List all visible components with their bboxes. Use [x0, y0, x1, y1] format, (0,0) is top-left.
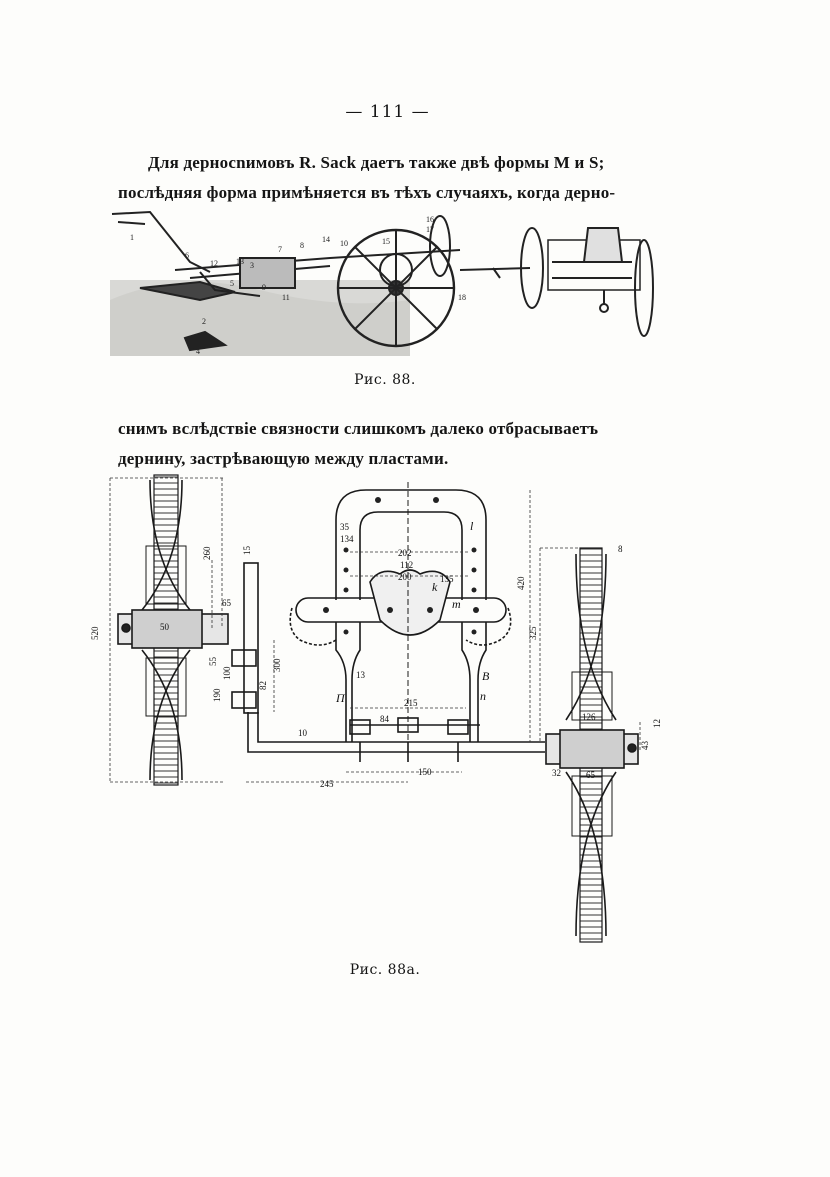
dim-label: 190 — [212, 688, 222, 702]
left-wheel — [117, 474, 229, 786]
fig88-label: 10 — [340, 239, 348, 248]
dim-label: 50 — [160, 622, 170, 632]
paragraph-1-line-1: Для дерносnимовъ R. Sack даетъ также двѣ… — [148, 153, 605, 172]
dim-label: 10 — [298, 728, 308, 738]
dim-label: 8 — [618, 544, 623, 554]
dim-label: 84 — [380, 714, 390, 724]
part-letter-l: l — [470, 519, 474, 533]
part-letter-m: m — [452, 597, 461, 611]
fig88-label: 17 — [426, 225, 434, 234]
figure-88-caption: Рис. 88. — [354, 372, 416, 388]
fig88-label: 16 — [426, 215, 434, 224]
dim-label: 150 — [418, 767, 432, 777]
paragraph-1-line-2: послѣдняя форма примѣняется въ тѣхъ случ… — [118, 183, 616, 202]
fig88-label: 9 — [262, 283, 266, 292]
fig88-label: 2 — [202, 317, 206, 326]
dim-label: 300 — [272, 658, 282, 672]
paragraph-1: Для дерносnимовъ R. Sack даетъ также двѣ… — [118, 148, 638, 208]
dim-label: 126 — [582, 712, 596, 722]
dim-label: 134 — [340, 534, 354, 544]
right-wheel — [545, 547, 639, 943]
paragraph-2-line-1: снимъ вслѣдствіе связности слишкомъ дале… — [118, 419, 599, 438]
dim-label: 200 — [398, 572, 412, 582]
part-letter-n: n — [480, 689, 486, 703]
dim-label: 520 — [90, 626, 100, 640]
part-letter-b: B — [482, 669, 490, 683]
dim-label: 100 — [222, 666, 232, 680]
dim-label: 15 — [242, 546, 252, 556]
fig88-label: 6 — [185, 251, 189, 260]
dim-label: 65 — [586, 770, 596, 780]
page-number: — 111 — — [345, 102, 430, 122]
dim-label: 32 — [552, 768, 561, 778]
fig88-label: 12 — [210, 259, 218, 268]
dim-label: 420 — [516, 576, 526, 590]
fig88-label: 8 — [300, 241, 304, 250]
paragraph-2-line-2: дернину, застрѣвающую между пластами. — [118, 449, 449, 468]
dim-label: 260 — [202, 546, 212, 560]
dim-label: 245 — [320, 779, 334, 789]
fig88-label: 11 — [282, 293, 290, 302]
fig88-label: 7 — [278, 245, 282, 254]
dim-label: 12 — [652, 719, 662, 728]
dim-label: 202 — [398, 548, 412, 558]
dim-label: 55 — [208, 657, 218, 667]
dim-label: 135 — [440, 574, 454, 584]
paragraph-2: снимъ вслѣдствіе связности слишкомъ дале… — [118, 414, 638, 474]
fig88-label: 13 — [236, 257, 244, 266]
dim-label: 13 — [356, 670, 366, 680]
dim-label: 82 — [258, 681, 268, 690]
dim-label: 112 — [400, 560, 413, 570]
fig88-label: 18 — [458, 293, 466, 302]
fig88-label: 3 — [250, 261, 254, 270]
fig88-label: 1 — [130, 233, 134, 242]
part-letter-k: k — [432, 580, 438, 594]
fig88-label: 15 — [382, 237, 390, 246]
fig88-label: 5 — [230, 279, 234, 288]
fig88-label: 4 — [196, 347, 200, 356]
dim-label: 215 — [404, 698, 418, 708]
part-letter-h: П — [335, 691, 346, 705]
fig88-label: 14 — [322, 235, 330, 244]
dim-label: 325 — [528, 626, 538, 640]
dim-label: 43 — [640, 741, 650, 751]
dim-label: 65 — [222, 598, 232, 608]
figure-88a-caption: Рис. 88а. — [349, 962, 421, 978]
dim-label: 35 — [340, 522, 350, 532]
